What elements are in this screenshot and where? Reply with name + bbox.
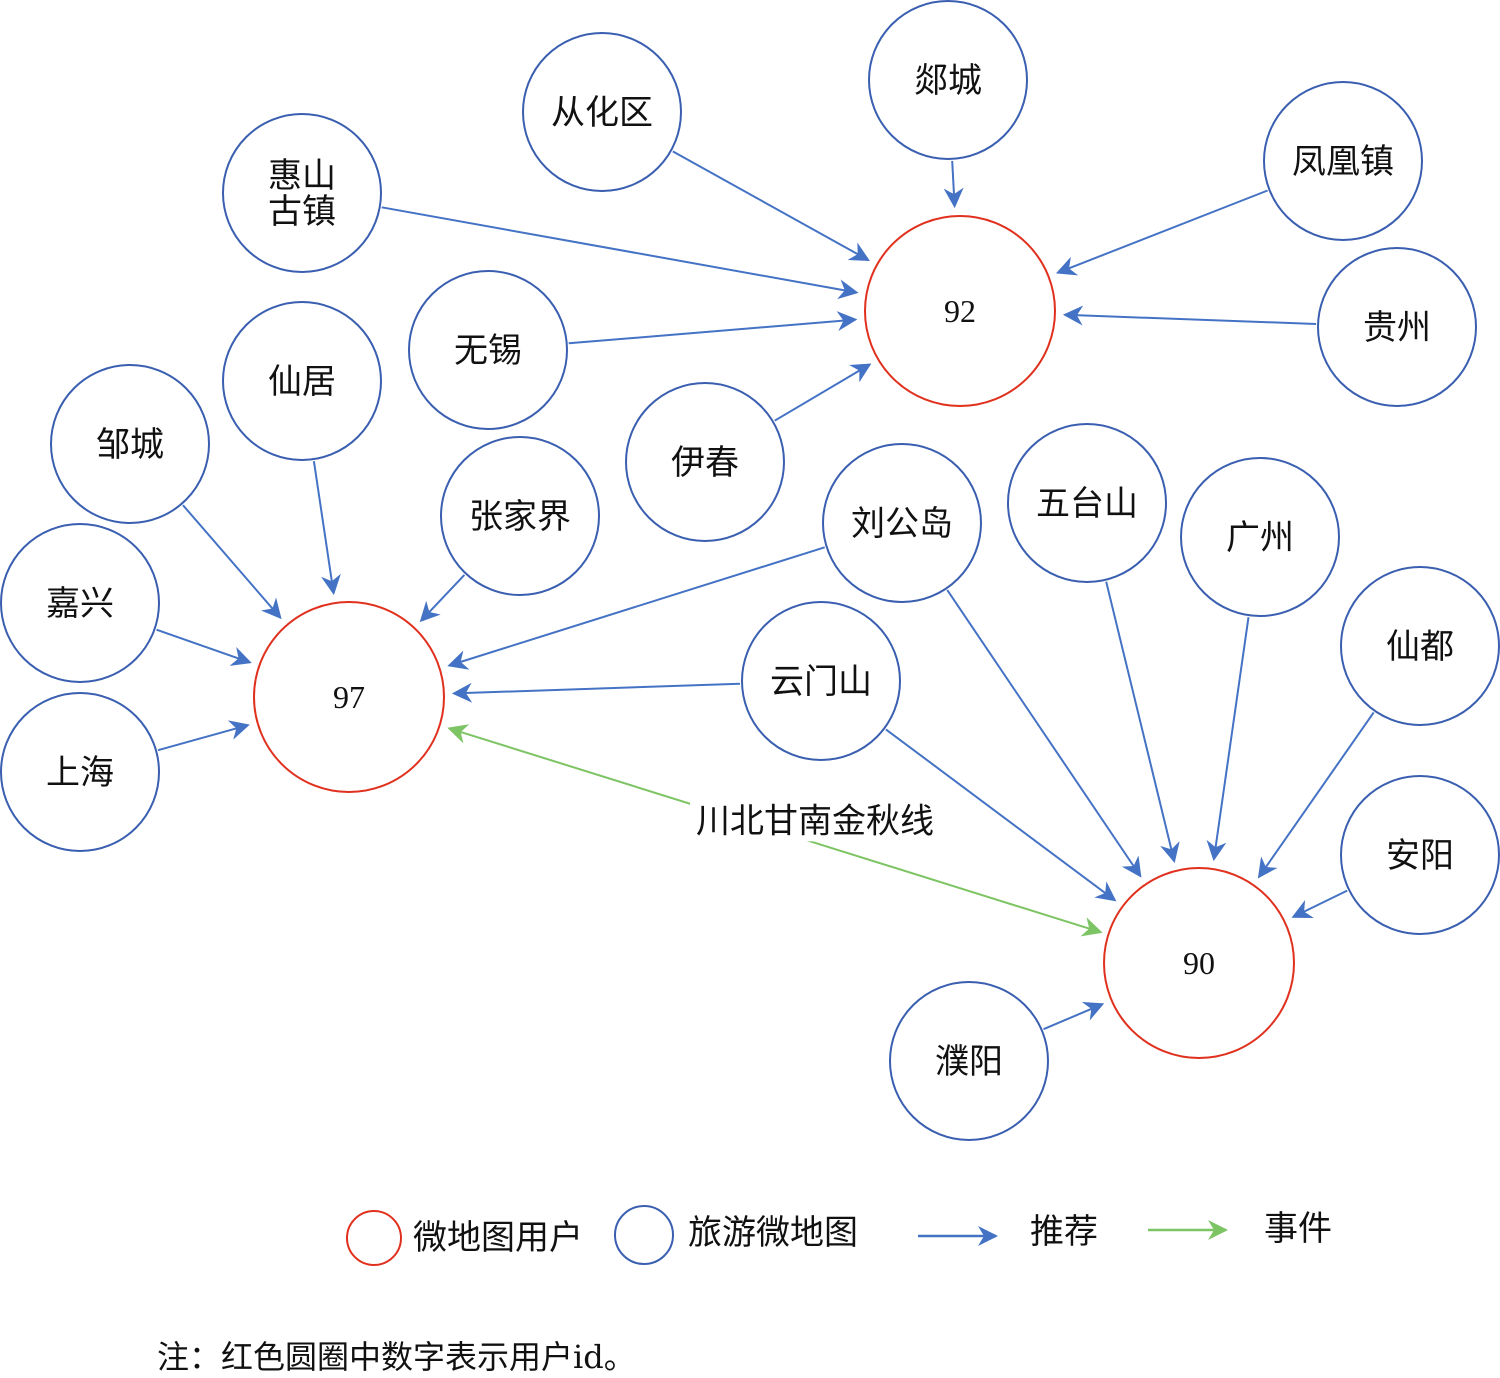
recommend-edge-tancheng-to-u92 xyxy=(943,160,964,209)
recommend-edge-zhangjiajie-to-u97 xyxy=(419,574,466,623)
map-node-label: 上海 xyxy=(46,753,114,793)
map-node-fenghuang xyxy=(1263,81,1423,241)
user-node-97 xyxy=(253,601,445,793)
map-node-jiaxing xyxy=(0,523,160,683)
map-node-xiandu xyxy=(1340,566,1500,726)
recommend-edge-fenghuang-to-u92 xyxy=(1055,189,1268,276)
recommend-edge-xianju-to-u97 xyxy=(312,460,341,596)
user-node-label: 90 xyxy=(1183,945,1215,981)
recommend-edge-puyang-to-u90 xyxy=(1043,1002,1105,1031)
recommend-edge-wutaishan-to-u90 xyxy=(1105,581,1180,863)
legend-user-swatch xyxy=(346,1210,402,1266)
map-node-huishan xyxy=(222,113,382,273)
map-node-label: 贵州 xyxy=(1363,308,1431,348)
user-node-label: 92 xyxy=(944,293,976,329)
recommend-edge-xiandu-to-u90 xyxy=(1257,711,1375,879)
map-node-label: 凤凰镇 xyxy=(1292,142,1394,182)
map-node-xianju xyxy=(222,301,382,461)
map-node-shanghai xyxy=(0,692,160,852)
map-node-label: 古镇 xyxy=(268,192,336,232)
legend-map-swatch xyxy=(614,1205,674,1265)
recommend-edge-guizhou-to-u92 xyxy=(1062,305,1317,326)
map-node-label: 无锡 xyxy=(454,331,522,371)
map-node-label: 仙居 xyxy=(268,362,336,402)
recommend-edge-jiaxing-to-u97 xyxy=(156,628,252,666)
map-node-puyang xyxy=(889,981,1049,1141)
event-label-background xyxy=(690,799,940,842)
map-node-label: 刘公岛 xyxy=(851,504,953,544)
legend: 微地图用户 旅游微地图 推荐 事件 xyxy=(346,1205,1332,1266)
map-node-conghua xyxy=(522,32,682,192)
map-node-label: 五台山 xyxy=(1036,484,1138,524)
recommend-edge-yichun-to-u92 xyxy=(774,363,872,422)
legend-user-label: 微地图用户 xyxy=(413,1218,583,1258)
recommend-edge-liugongdao-to-u90 xyxy=(946,589,1142,878)
map-node-anyang xyxy=(1340,775,1500,935)
map-node-label: 张家界 xyxy=(469,497,571,537)
map-node-tancheng xyxy=(868,0,1028,160)
legend-map-label: 旅游微地图 xyxy=(688,1213,858,1253)
map-node-wuxi xyxy=(408,270,568,430)
recommend-edge-liugongdao-to-u97 xyxy=(447,546,826,670)
map-node-zhangjiajie xyxy=(440,436,600,596)
event-label: 川北甘南金秋线 xyxy=(696,801,934,841)
recommend-edge-yunmenshan-to-u97 xyxy=(451,682,741,703)
map-node-label: 广州 xyxy=(1226,518,1294,558)
map-node-label: 濮阳 xyxy=(935,1042,1003,1082)
legend-recommend-label: 推荐 xyxy=(1030,1212,1098,1252)
legend-event-label: 事件 xyxy=(1264,1209,1332,1249)
map-node-label: 嘉兴 xyxy=(46,584,114,624)
recommend-edge-huishan-to-u92 xyxy=(381,206,859,300)
map-node-label: 邹城 xyxy=(96,425,164,465)
recommend-edge-anyang-to-u90 xyxy=(1291,889,1348,918)
map-node-label: 安阳 xyxy=(1386,836,1454,876)
map-node-guizhou xyxy=(1317,247,1477,407)
recommend-edge-guangzhou-to-u90 xyxy=(1206,617,1250,862)
map-node-label: 仙都 xyxy=(1386,627,1454,667)
recommend-edge-shanghai-to-u97 xyxy=(157,720,250,752)
user-node-90 xyxy=(1103,867,1295,1059)
map-node-yichun xyxy=(625,382,785,542)
map-node-wutaishan xyxy=(1007,423,1167,583)
recommend-edge-zoucheng-to-u97 xyxy=(182,504,282,620)
map-node-label: 郯城 xyxy=(914,61,982,101)
user-node-92 xyxy=(864,215,1056,407)
map-node-liugongdao xyxy=(822,443,982,603)
map-node-label: 惠山 xyxy=(268,156,336,196)
footnote: 注：红色圆圈中数字表示用户id。 xyxy=(157,1338,636,1376)
map-node-label: 伊春 xyxy=(671,443,739,483)
map-node-label: 云门山 xyxy=(770,662,872,702)
map-node-label: 从化区 xyxy=(551,93,653,133)
map-node-zoucheng xyxy=(50,364,210,524)
map-node-yunmenshan xyxy=(741,601,901,761)
map-node-guangzhou xyxy=(1180,457,1340,617)
recommend-edge-conghua-to-u92 xyxy=(672,150,870,261)
edges-layer: 川北甘南金秋线 xyxy=(156,150,1375,1031)
user-node-label: 97 xyxy=(333,679,365,715)
recommend-edge-wuxi-to-u92 xyxy=(568,311,858,345)
